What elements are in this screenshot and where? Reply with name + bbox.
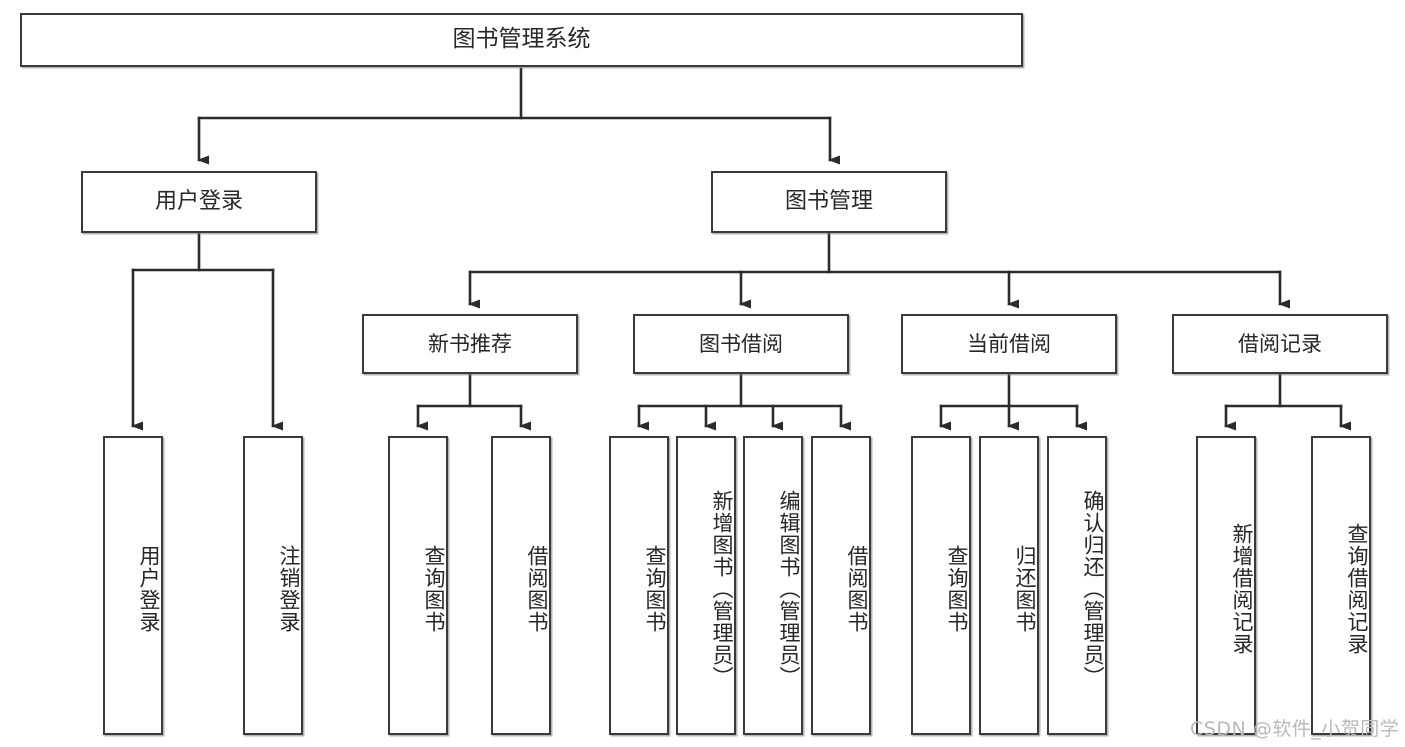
- node-leaf-query-book-2[interactable]: 查询图书: [609, 436, 669, 735]
- node-leaf-query-record-label: 查询借阅记录: [1345, 522, 1369, 655]
- node-leaf-edit-book[interactable]: 编辑图书（管理员）: [743, 436, 803, 735]
- node-current-borrow-label: 当前借阅: [967, 331, 1051, 356]
- node-leaf-add-record-label: 新增借阅记录: [1230, 522, 1254, 655]
- node-leaf-borrow-book-1[interactable]: 借阅图书: [491, 436, 551, 735]
- node-leaf-user-logout[interactable]: 注销登录: [243, 436, 303, 735]
- node-leaf-return-book-label: 归还图书: [1013, 544, 1037, 633]
- node-leaf-user-login[interactable]: 用户登录: [103, 436, 163, 735]
- node-leaf-confirm-return[interactable]: 确认归还（管理员）: [1047, 436, 1107, 735]
- node-leaf-query-book-1[interactable]: 查询图书: [388, 436, 448, 735]
- node-leaf-add-record[interactable]: 新增借阅记录: [1196, 436, 1256, 735]
- node-leaf-user-login-label: 用户登录: [137, 544, 161, 633]
- node-leaf-query-record[interactable]: 查询借阅记录: [1311, 436, 1371, 735]
- node-book-borrow[interactable]: 图书借阅: [633, 314, 849, 374]
- node-book-borrow-label: 图书借阅: [699, 331, 783, 356]
- node-borrow-record[interactable]: 借阅记录: [1172, 314, 1388, 374]
- node-leaf-edit-book-label: 编辑图书（管理员）: [777, 489, 801, 688]
- node-book-manage-label: 图书管理: [784, 189, 873, 215]
- node-leaf-query-book-3-label: 查询图书: [945, 544, 969, 633]
- node-leaf-add-book[interactable]: 新增图书（管理员）: [676, 436, 736, 735]
- node-root[interactable]: 图书管理系统: [20, 13, 1023, 67]
- node-new-book-recommend-label: 新书推荐: [428, 331, 512, 356]
- node-leaf-confirm-return-label: 确认归还（管理员）: [1081, 489, 1105, 688]
- node-user-login-label: 用户登录: [154, 189, 243, 215]
- node-leaf-query-book-3[interactable]: 查询图书: [911, 436, 971, 735]
- node-user-login[interactable]: 用户登录: [81, 171, 317, 233]
- node-root-label: 图书管理系统: [452, 26, 591, 53]
- csdn-watermark: CSDN @软件_小贺同学: [1190, 718, 1400, 740]
- node-leaf-query-book-2-label: 查询图书: [643, 544, 667, 633]
- node-leaf-user-logout-label: 注销登录: [277, 544, 301, 633]
- node-leaf-borrow-book-1-label: 借阅图书: [525, 544, 549, 633]
- node-leaf-borrow-book-2-label: 借阅图书: [845, 544, 869, 633]
- node-book-manage[interactable]: 图书管理: [711, 171, 947, 233]
- node-leaf-borrow-book-2[interactable]: 借阅图书: [811, 436, 871, 735]
- node-new-book-recommend[interactable]: 新书推荐: [362, 314, 578, 374]
- node-leaf-return-book[interactable]: 归还图书: [979, 436, 1039, 735]
- node-borrow-record-label: 借阅记录: [1238, 331, 1322, 356]
- node-leaf-query-book-1-label: 查询图书: [422, 544, 446, 633]
- node-current-borrow[interactable]: 当前借阅: [901, 314, 1117, 374]
- node-leaf-add-book-label: 新增图书（管理员）: [710, 489, 734, 688]
